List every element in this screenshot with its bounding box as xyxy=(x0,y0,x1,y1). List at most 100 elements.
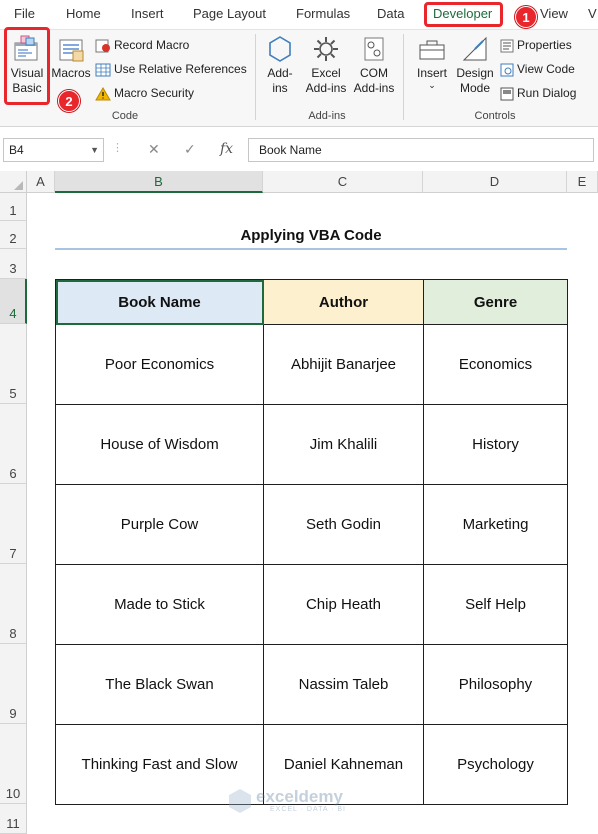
hexagon-icon xyxy=(269,36,291,62)
row-header[interactable]: 6 xyxy=(0,404,27,484)
genre-cell[interactable]: Marketing xyxy=(423,484,568,565)
row-header[interactable]: 10 xyxy=(0,724,27,804)
genre-cell[interactable]: Self Help xyxy=(423,564,568,645)
relative-references-icon xyxy=(95,63,111,77)
table-row: Thinking Fast and Slow Daniel Kahneman P… xyxy=(55,724,568,805)
confirm-entry-icon[interactable]: ✓ xyxy=(184,141,196,157)
header-author[interactable]: Author xyxy=(263,279,424,325)
table-header-row: Book Name Author Genre xyxy=(55,279,568,325)
column-header-c[interactable]: C xyxy=(263,171,423,193)
insert-control-button[interactable]: Insert ⌄ xyxy=(412,34,452,90)
column-header-e[interactable]: E xyxy=(567,171,598,193)
add-ins-button[interactable]: Add-ins xyxy=(262,34,298,96)
run-dialog-button[interactable]: Run Dialog xyxy=(500,84,576,102)
book-name-cell[interactable]: House of Wisdom xyxy=(55,404,264,485)
group-separator xyxy=(403,34,404,120)
genre-cell[interactable]: Philosophy xyxy=(423,644,568,725)
column-header-a[interactable]: A xyxy=(27,171,55,193)
row-header[interactable]: 9 xyxy=(0,644,27,724)
toolbox-icon xyxy=(419,40,445,60)
warning-icon xyxy=(95,86,111,101)
properties-button[interactable]: Properties xyxy=(500,36,572,54)
author-cell[interactable]: Nassim Taleb xyxy=(263,644,424,725)
tab-insert[interactable]: Insert xyxy=(131,6,164,21)
table-row: House of Wisdom Jim Khalili History xyxy=(55,404,568,485)
row-header[interactable]: 7 xyxy=(0,484,27,564)
gear-icon xyxy=(314,37,338,61)
more-options-icon[interactable]: ⋮ xyxy=(112,142,123,154)
tab-view[interactable]: View xyxy=(540,6,568,21)
formula-bar: B4 ▼ ⋮ ✕ ✓ fx Book Name xyxy=(0,133,598,167)
row-header[interactable]: 2 xyxy=(0,221,27,249)
author-cell[interactable]: Chip Heath xyxy=(263,564,424,645)
group-label-code: Code xyxy=(111,110,139,122)
select-all-corner[interactable] xyxy=(0,171,27,193)
view-code-icon xyxy=(500,63,514,77)
com-add-ins-icon xyxy=(364,37,384,61)
record-macro-button[interactable]: Record Macro xyxy=(95,36,189,54)
view-code-button[interactable]: View Code xyxy=(500,60,575,78)
tab-file[interactable]: File xyxy=(14,6,35,21)
cancel-entry-icon[interactable]: ✕ xyxy=(148,141,160,157)
row-header[interactable]: 8 xyxy=(0,564,27,644)
author-cell[interactable]: Abhijit Banarjee xyxy=(263,324,424,405)
macros-button[interactable]: Macros xyxy=(51,34,91,81)
use-relative-references-button[interactable]: Use Relative References xyxy=(95,60,247,78)
macro-security-button[interactable]: Macro Security xyxy=(95,84,194,102)
com-add-ins-button[interactable]: COM Add-ins xyxy=(351,34,397,96)
book-name-cell[interactable]: Poor Economics xyxy=(55,324,264,405)
book-name-cell[interactable]: Thinking Fast and Slow xyxy=(55,724,264,805)
design-mode-icon xyxy=(462,36,487,61)
design-mode-button[interactable]: Design Mode xyxy=(455,34,495,96)
genre-cell[interactable]: Psychology xyxy=(423,724,568,805)
group-label-add-ins: Add-ins xyxy=(308,110,346,122)
visual-basic-icon xyxy=(14,35,38,61)
genre-cell[interactable]: History xyxy=(423,404,568,485)
table-row: The Black Swan Nassim Taleb Philosophy xyxy=(55,644,568,725)
worksheet-grid: A B C D E 1 2 3 4 5 6 7 8 9 10 11 Applyi… xyxy=(0,171,598,834)
tab-home[interactable]: Home xyxy=(66,6,101,21)
table-row: Made to Stick Chip Heath Self Help xyxy=(55,564,568,645)
book-name-cell[interactable]: The Black Swan xyxy=(55,644,264,725)
header-book-name[interactable]: Book Name xyxy=(55,279,264,325)
exceldemy-logo-icon xyxy=(229,789,251,813)
menu-bar: File Home Insert Page Layout Formulas Da… xyxy=(0,0,598,30)
tab-formulas[interactable]: Formulas xyxy=(296,6,351,21)
formula-input[interactable]: Book Name xyxy=(248,138,594,162)
excel-add-ins-button[interactable]: Excel Add-ins xyxy=(303,34,349,96)
genre-cell[interactable]: Economics xyxy=(423,324,568,405)
row-header[interactable]: 11 xyxy=(0,804,27,834)
step-badge-2: 2 xyxy=(58,90,80,112)
tab-data[interactable]: Data xyxy=(377,6,405,21)
name-box[interactable]: B4 ▼ xyxy=(3,138,104,162)
exceldemy-watermark: exceldemy EXCEL · DATA · BI xyxy=(228,786,378,816)
row-header[interactable]: 4 xyxy=(0,279,27,324)
table-row: Poor Economics Abhijit Banarjee Economic… xyxy=(55,324,568,405)
macros-icon xyxy=(59,39,84,62)
row-header[interactable]: 5 xyxy=(0,324,27,404)
book-name-cell[interactable]: Made to Stick xyxy=(55,564,264,645)
tab-overflow[interactable]: V xyxy=(588,6,597,21)
column-header-b[interactable]: B xyxy=(55,171,263,193)
author-cell[interactable]: Daniel Kahneman xyxy=(263,724,424,805)
tab-developer[interactable]: Developer xyxy=(433,6,493,21)
author-cell[interactable]: Seth Godin xyxy=(263,484,424,565)
table-row: Purple Cow Seth Godin Marketing xyxy=(55,484,568,565)
step-badge-1: 1 xyxy=(515,6,537,28)
group-separator xyxy=(255,34,256,120)
name-box-dropdown-icon[interactable]: ▼ xyxy=(90,145,99,155)
row-header[interactable]: 3 xyxy=(0,249,27,279)
insert-function-icon[interactable]: fx xyxy=(220,141,234,157)
tab-page-layout[interactable]: Page Layout xyxy=(193,6,267,21)
book-name-cell[interactable]: Purple Cow xyxy=(55,484,264,565)
column-header-d[interactable]: D xyxy=(423,171,567,193)
header-genre[interactable]: Genre xyxy=(423,279,568,325)
row-header[interactable]: 1 xyxy=(0,193,27,221)
ribbon: Visual Basic 2 Macros Record Macro Use R… xyxy=(0,27,598,127)
insert-dropdown-chevron-icon: ⌄ xyxy=(428,80,436,90)
run-dialog-icon xyxy=(500,87,514,101)
record-macro-icon xyxy=(95,39,110,53)
author-cell[interactable]: Jim Khalili xyxy=(263,404,424,485)
visual-basic-button[interactable]: Visual Basic xyxy=(6,34,48,96)
group-label-controls: Controls xyxy=(474,110,516,122)
